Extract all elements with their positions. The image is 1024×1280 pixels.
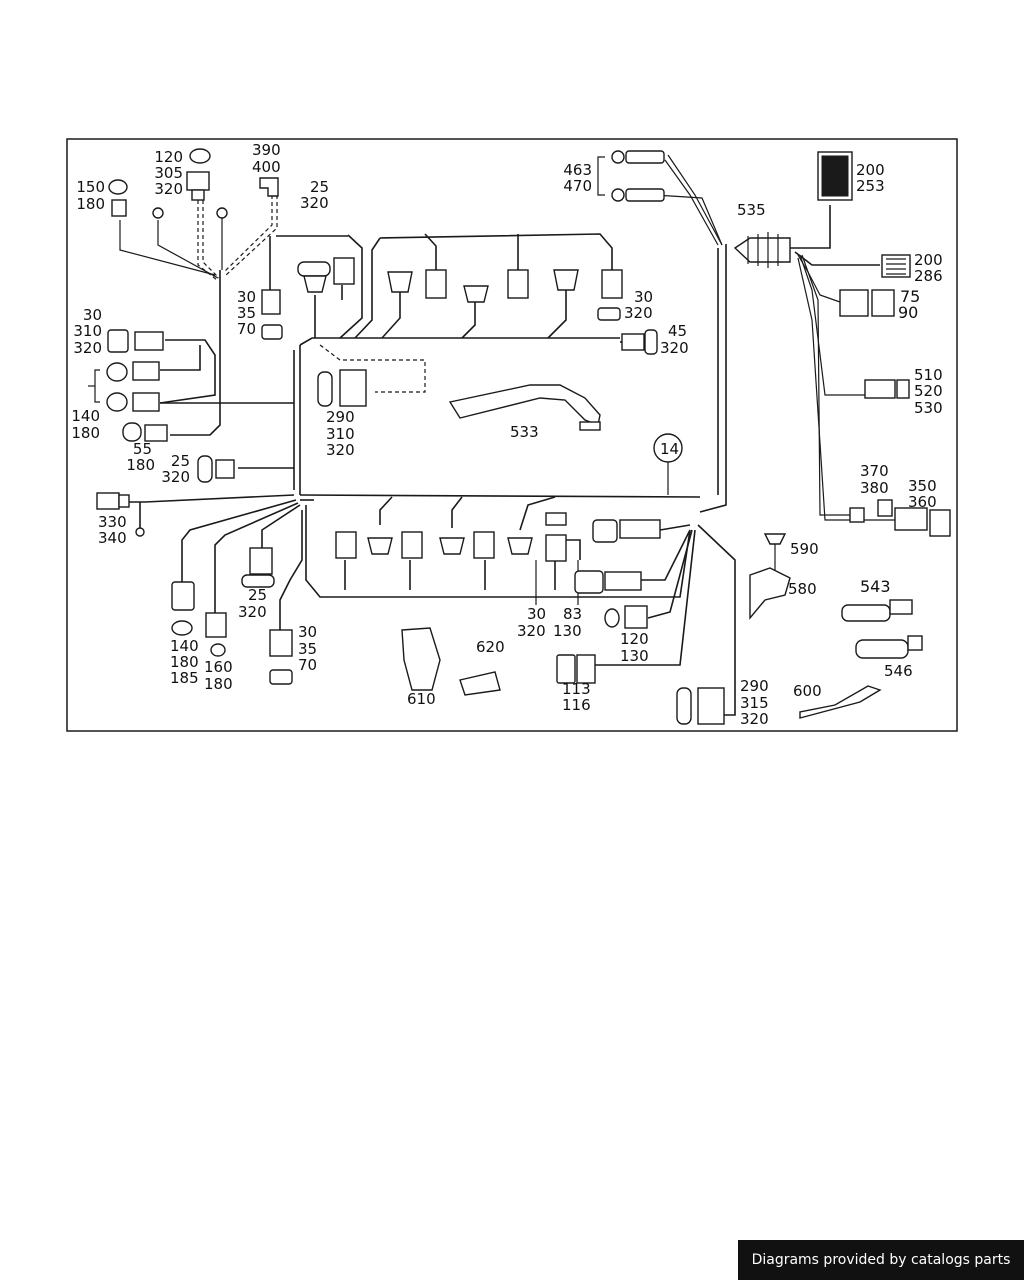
harness-wires (119, 154, 895, 716)
label-14: 14 (660, 440, 679, 458)
footer-credit: Diagrams provided by catalogs parts (738, 1240, 1024, 1280)
label-533: 533 (510, 423, 539, 441)
label-535: 535 (737, 201, 766, 219)
label-590: 590 (790, 540, 819, 558)
label-580: 580 (788, 580, 817, 598)
label-620: 620 (476, 638, 505, 656)
label-543: 543 (860, 577, 891, 596)
connector-parts (88, 148, 951, 725)
label-600: 600 (793, 682, 822, 700)
diagram-frame (66, 138, 958, 732)
label-610: 610 (407, 690, 436, 708)
label-546: 546 (884, 662, 913, 680)
